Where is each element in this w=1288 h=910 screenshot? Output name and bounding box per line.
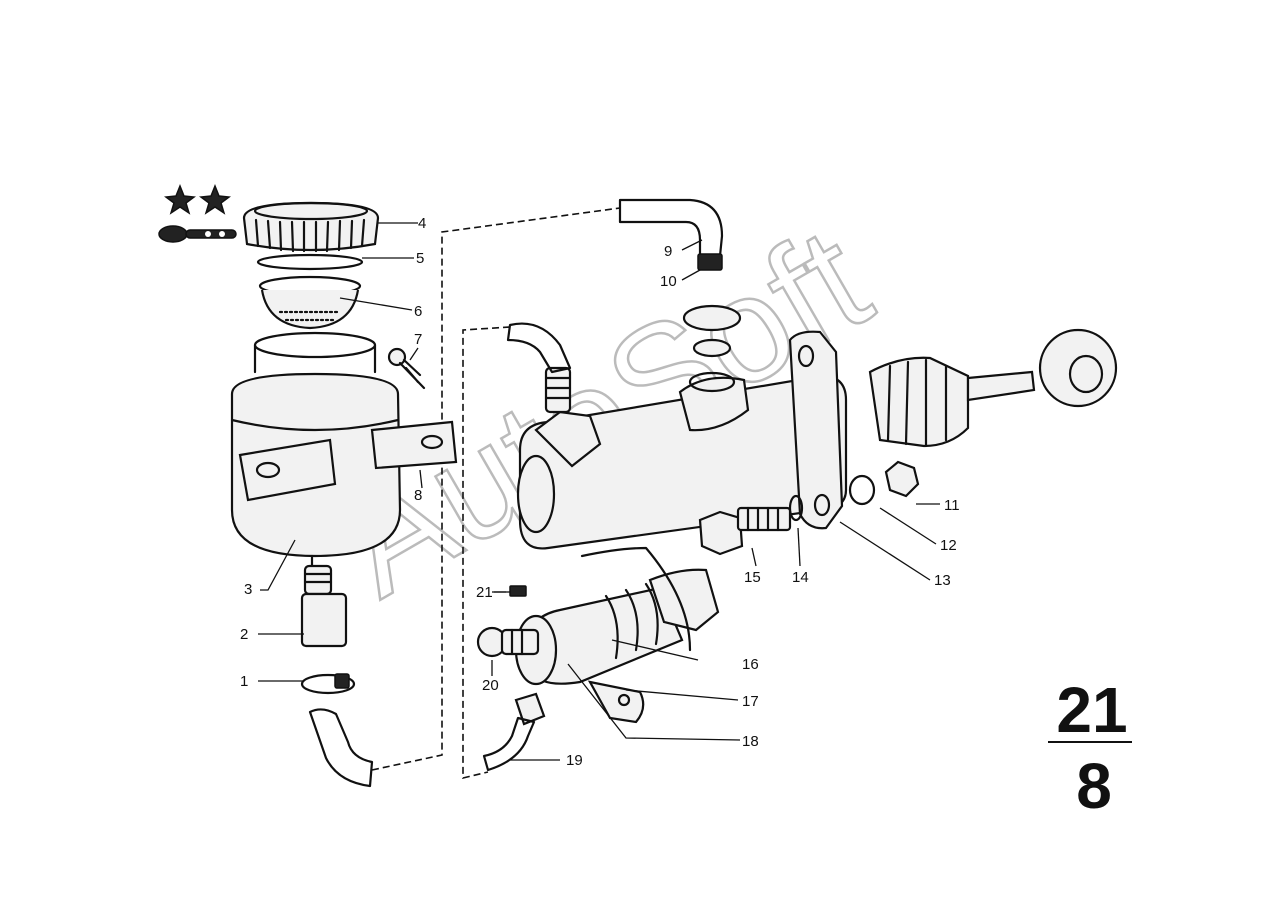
callout-3: 3	[244, 581, 252, 598]
callout-15: 15	[744, 569, 761, 586]
callout-11: 11	[944, 497, 960, 514]
callout-1: 1	[240, 673, 248, 690]
leader-lines	[258, 222, 940, 761]
callout-13: 13	[934, 572, 951, 589]
callout-19: 19	[566, 752, 583, 769]
master-cylinder	[516, 330, 848, 550]
callout-2: 2	[240, 626, 248, 643]
screw	[387, 347, 426, 390]
fluid-route-line	[371, 207, 621, 771]
outlet-line	[482, 692, 546, 772]
hose-clamp	[300, 673, 356, 695]
callout-6: 6	[414, 303, 422, 320]
callout-16: 16	[742, 656, 759, 673]
grommet	[682, 304, 742, 393]
callout-10: 10	[660, 273, 677, 290]
strainer	[258, 275, 362, 330]
callout-17: 17	[742, 693, 759, 710]
callout-4: 4	[418, 215, 426, 232]
group-number-top: 21	[1056, 674, 1127, 746]
seal-ring	[256, 253, 364, 271]
lock-washer	[848, 474, 876, 506]
callout-12: 12	[940, 537, 957, 554]
bleed-screw	[476, 626, 540, 658]
callout-5: 5	[416, 250, 424, 267]
pushrod-eye	[1038, 328, 1118, 408]
reservoir-cap	[242, 201, 380, 253]
callout-21: 21	[476, 584, 493, 601]
callout-18: 18	[742, 733, 759, 750]
fluid-route-line	[462, 326, 511, 780]
feed-hose	[308, 708, 374, 788]
bolt	[698, 506, 792, 556]
callout-7: 7	[414, 331, 422, 348]
inlet-fitting	[506, 322, 572, 414]
star-icon	[164, 183, 196, 215]
dust-boot	[868, 356, 1036, 448]
callout-8: 8	[414, 487, 422, 504]
spacer-icon	[509, 585, 527, 597]
star-icon	[199, 183, 231, 215]
reservoir-bracket	[238, 420, 458, 502]
riser-hose	[618, 198, 724, 271]
group-number-bottom: 8	[1076, 750, 1112, 822]
callout-20: 20	[482, 677, 499, 694]
key-icon	[158, 225, 237, 243]
washer	[788, 494, 804, 522]
hose-segment	[300, 592, 348, 648]
nut	[884, 460, 920, 498]
callout-14: 14	[792, 569, 809, 586]
callout-9: 9	[664, 243, 672, 260]
